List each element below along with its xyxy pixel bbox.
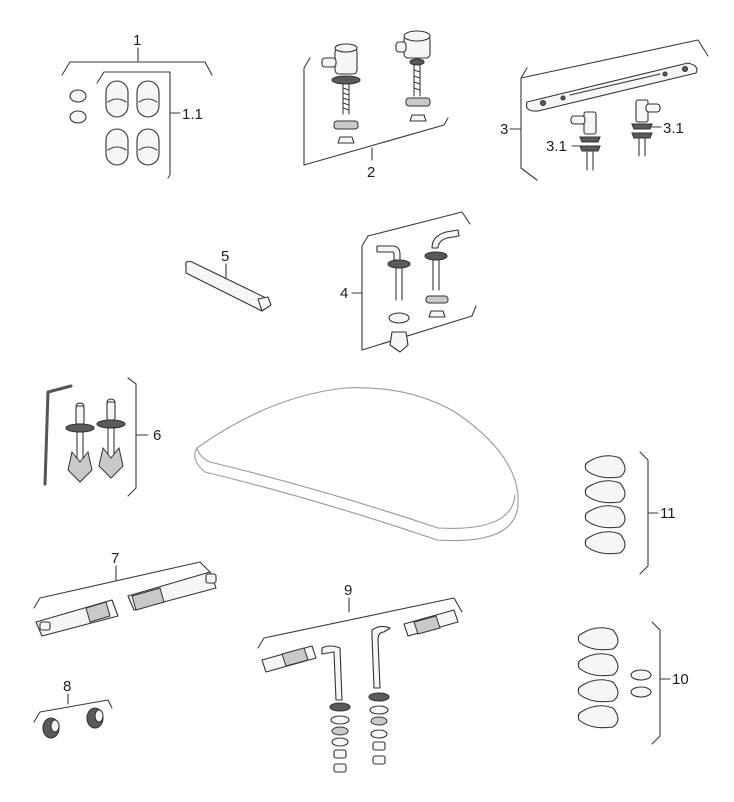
label-part-6: 6: [153, 427, 161, 444]
threaded-insert-right: [403, 609, 459, 637]
l-bolt-left: [321, 645, 343, 701]
part-6-expansion-bolt-set: [43, 377, 149, 497]
hinge-right: [395, 30, 431, 122]
label-part-3-1-right: 3.1: [663, 120, 684, 137]
label-part-11: 11: [660, 505, 676, 522]
hinge-pin-left: [570, 111, 601, 171]
hinge-pin-right: [631, 99, 661, 157]
label-part-7: 7: [111, 550, 119, 567]
label-part-10: 10: [672, 671, 689, 688]
bolt-right: [424, 229, 460, 318]
label-part-2: 2: [367, 164, 375, 181]
oval-buffer-pad: [105, 80, 160, 166]
small-round-buffer: [69, 89, 87, 124]
label-part-9: 9: [344, 582, 352, 599]
hex-key: [43, 384, 73, 486]
rod-right: [127, 571, 217, 611]
label-part-1-1: 1.1: [182, 106, 203, 123]
label-part-4: 4: [340, 285, 348, 302]
part-1-buffer-set: [61, 47, 213, 179]
threaded-insert-left: [261, 645, 317, 673]
label-part-8: 8: [63, 678, 71, 695]
l-bolt-right: [371, 625, 391, 689]
part-11-buffer-pads: [584, 451, 659, 575]
part-8-bushings: [33, 693, 113, 739]
washer-stack: [329, 692, 390, 773]
rod-left: [35, 599, 119, 637]
bushing: [42, 707, 104, 739]
expansion-bolt-left: [65, 402, 95, 483]
label-part-1: 1: [133, 32, 141, 49]
label-part-3: 3: [500, 121, 508, 138]
part-9-l-bolt-set: [257, 597, 463, 773]
bolt-left: [376, 245, 411, 353]
toilet-seat: [194, 387, 519, 542]
part-10-buffer-pad-set: [577, 621, 671, 745]
expansion-bolt-right: [96, 398, 126, 479]
part-5-key-rod: [185, 260, 272, 312]
label-part-5: 5: [221, 248, 229, 265]
fixing-plate: [525, 62, 698, 112]
part-4-hinge-bolt-set: [351, 211, 477, 353]
hinge-left: [321, 43, 361, 144]
part-7-quick-release-rod-set: [33, 561, 217, 637]
part-3-fixing-plate-set: [509, 39, 709, 181]
label-part-3-1-left: 3.1: [546, 138, 567, 155]
part-2-hinge-set: [303, 30, 449, 166]
